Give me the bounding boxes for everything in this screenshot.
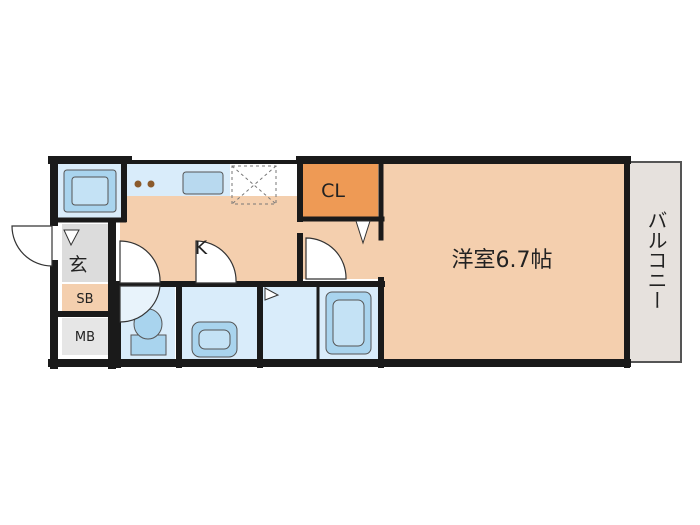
meter-box-label: MB	[75, 330, 95, 345]
stove-icon	[134, 180, 155, 188]
western-room	[378, 162, 625, 362]
balcony-label: バルコニー	[644, 210, 668, 310]
western-room-label: 洋室6.7帖	[452, 248, 553, 273]
walls	[48, 156, 631, 369]
sink-icon	[182, 171, 224, 195]
doors	[11, 225, 347, 323]
closet-label: CL	[321, 180, 345, 202]
balcony	[624, 161, 682, 363]
closet-door-mark	[355, 220, 371, 245]
shoe-box	[62, 284, 108, 311]
fridge-space-icon	[231, 165, 277, 205]
entry-step-mark	[63, 229, 80, 247]
entrance-label: 玄	[68, 254, 87, 276]
washroom-door-mark	[264, 287, 280, 301]
closet	[302, 162, 378, 219]
shoe-box-label: SB	[76, 292, 93, 307]
meter-box	[62, 318, 108, 355]
kitchen-label: K	[195, 237, 208, 259]
